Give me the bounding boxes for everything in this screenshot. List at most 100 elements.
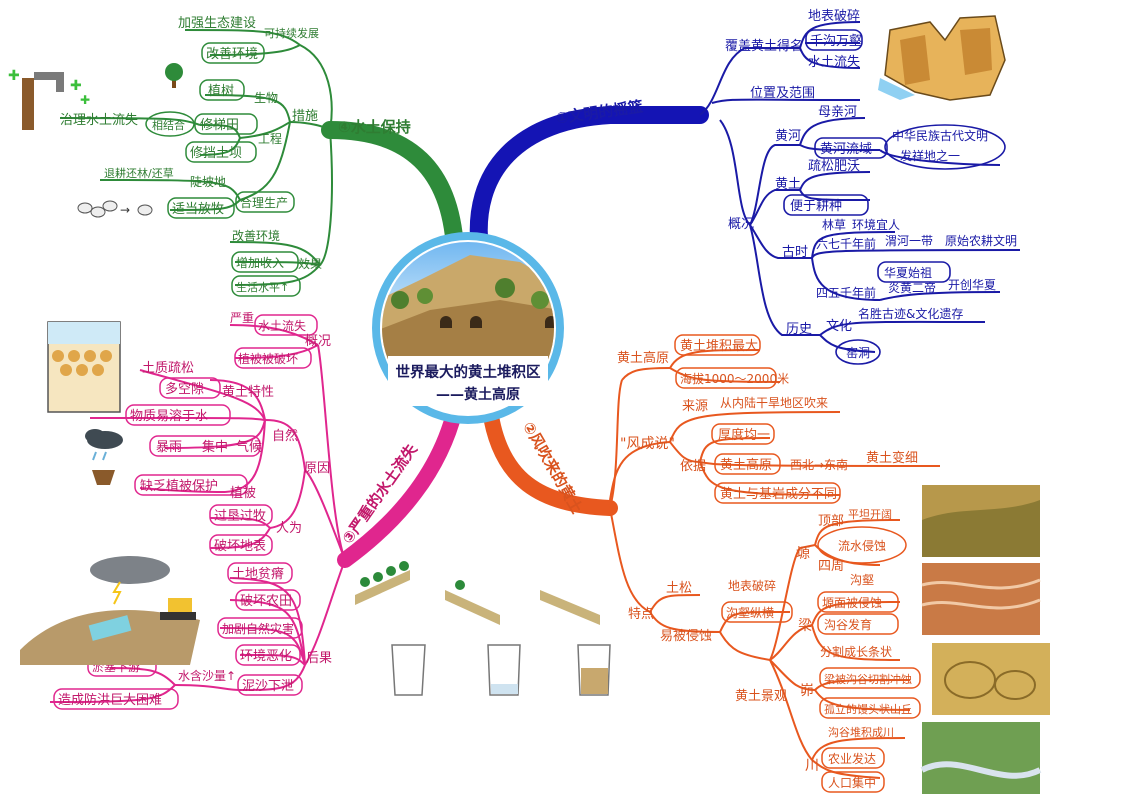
label-plant: 植树: [208, 84, 234, 99]
label-mother-river: 母亲河: [818, 105, 857, 120]
box-qiangou: [805, 29, 863, 51]
label-nw-se: 西北→东南: [790, 457, 848, 472]
label-four-five: 四五千年前: [816, 285, 876, 300]
box-silt: [237, 674, 303, 696]
label-culture: 文化: [826, 319, 852, 334]
box-poor-land: [227, 562, 293, 584]
label-lack-veg: 缺乏植被保护: [140, 479, 218, 494]
label-porous: 多空隙: [165, 381, 204, 397]
label-climate: 气候: [236, 439, 262, 455]
label-altitude: 海拔1000～2000米: [680, 371, 789, 386]
label-source-text: 从内陆干旱地区吹来: [720, 395, 828, 410]
label-history: 历史: [786, 322, 812, 337]
box-farmland: [235, 589, 301, 611]
tree-icon: [165, 63, 183, 88]
label-sediment: 水含沙量↑: [178, 668, 236, 683]
label-loose: 土松: [666, 581, 692, 596]
box-agri: [821, 747, 885, 769]
box-caves: [835, 339, 881, 365]
box-composition: [714, 482, 841, 504]
label-source: 来源: [682, 399, 708, 414]
box-hill: [819, 697, 921, 719]
label-hill: 孤立的馒头状山丘: [824, 702, 912, 716]
label-overgraze: 过垦过牧: [214, 509, 266, 524]
label-agri: 农业发达: [828, 751, 876, 766]
loess-branch: [609, 349, 941, 779]
box-disaster: [217, 617, 303, 639]
branch-conservation: [321, 121, 464, 257]
label-soil-loose: 土质疏松: [142, 361, 194, 376]
label-yellow-river: 黄河: [775, 129, 801, 144]
label-caves: 窑洞: [846, 345, 870, 360]
faucet-illustration: ✚ ✚ ✚: [8, 68, 90, 130]
label-chuan: 川: [805, 758, 819, 774]
label-slope: 陡坡地: [190, 175, 226, 189]
label-bio: 生物: [254, 91, 278, 105]
label-location: 位置及范围: [750, 86, 815, 101]
label-disaster: 加剧自然灾害: [222, 621, 294, 636]
box-liang-cut: [819, 667, 921, 689]
label-six-seven: 六七千年前: [816, 236, 876, 251]
label-plateau2: 黄土高原: [720, 457, 772, 473]
label-create: 开创华夏: [948, 278, 996, 292]
vegetation-experiment-illustration: [355, 561, 611, 696]
photo-mao: [932, 643, 1050, 715]
label-vegetation: 植被: [230, 486, 256, 501]
label-eco: 加强生态建设: [178, 16, 256, 31]
label-weihe: 渭河一带: [885, 234, 933, 248]
label-living: 生活水平↑: [236, 280, 289, 294]
label-composition: 黄土与基岩成分不同: [720, 487, 837, 502]
photo-liang: [922, 563, 1040, 635]
box-lack-veg: [134, 474, 248, 496]
label-rep-2: 千沟万壑: [810, 33, 862, 49]
box-uniform: [711, 423, 775, 445]
box-overgraze: [209, 504, 273, 526]
label-birthplace-2: 发祥地之一: [900, 148, 960, 163]
box-basin: [814, 137, 888, 159]
box-env-worse: [235, 644, 301, 666]
label-surface-broken: 地表破碎: [728, 578, 776, 593]
label-river-formed: 沟谷堆积成川: [828, 726, 894, 739]
box-water-loss: [254, 314, 318, 336]
label-control: 治理水土流失: [60, 113, 138, 128]
label-water-erosion: 流水侵蚀: [838, 538, 886, 553]
label-effect: 效果: [298, 256, 322, 271]
box-destroy: [209, 534, 273, 556]
box-soluble: [125, 404, 231, 426]
box-thickest: [674, 334, 761, 356]
branch-civilization: [469, 106, 709, 259]
branch-loess: [482, 402, 618, 516]
label-env2: 改善环境: [232, 228, 280, 243]
box-water-erosion: [817, 526, 907, 564]
label-forest: 林草: [822, 218, 846, 232]
label-graze: 适当放牧: [172, 202, 224, 217]
box-yuan-eroded: [817, 591, 899, 613]
label-gullies: 沟壑纵横: [726, 605, 774, 620]
label-destroy: 破坏地表: [214, 539, 266, 554]
label-poor-land: 土地贫瘠: [232, 566, 284, 582]
box-dam: [185, 141, 257, 163]
branch-erosion: [337, 402, 463, 568]
box-farming: [783, 194, 869, 216]
box-veg-damage: [234, 347, 312, 369]
label-return: 退耕还林/还草: [104, 166, 174, 180]
box-ancestor: [877, 261, 951, 283]
label-dam: 修挡土坝: [190, 146, 242, 161]
label-yan-huang: 炎黄二帝: [888, 280, 936, 295]
label-soluble: 物质易溶于水: [130, 409, 208, 424]
label-flat-top: 平坦开阔: [848, 507, 892, 521]
box-population: [821, 771, 885, 793]
label-human: 人为: [276, 521, 302, 536]
box-birthplace: [884, 124, 1006, 170]
landform-photos: [920, 485, 1050, 794]
label-nature: 自然: [272, 428, 298, 444]
erosion-branch: [49, 324, 346, 703]
label-overview: 概况: [728, 217, 754, 232]
box-storm: [149, 435, 261, 457]
svg-text:✚: ✚: [70, 78, 82, 94]
label-rep-3: 水土流失: [808, 55, 860, 70]
center-subtitle: ——黄土高原: [436, 386, 520, 403]
label-terrace: 修梯田: [200, 118, 239, 133]
label-birthplace-1: 中华民族古代文明: [892, 128, 988, 143]
